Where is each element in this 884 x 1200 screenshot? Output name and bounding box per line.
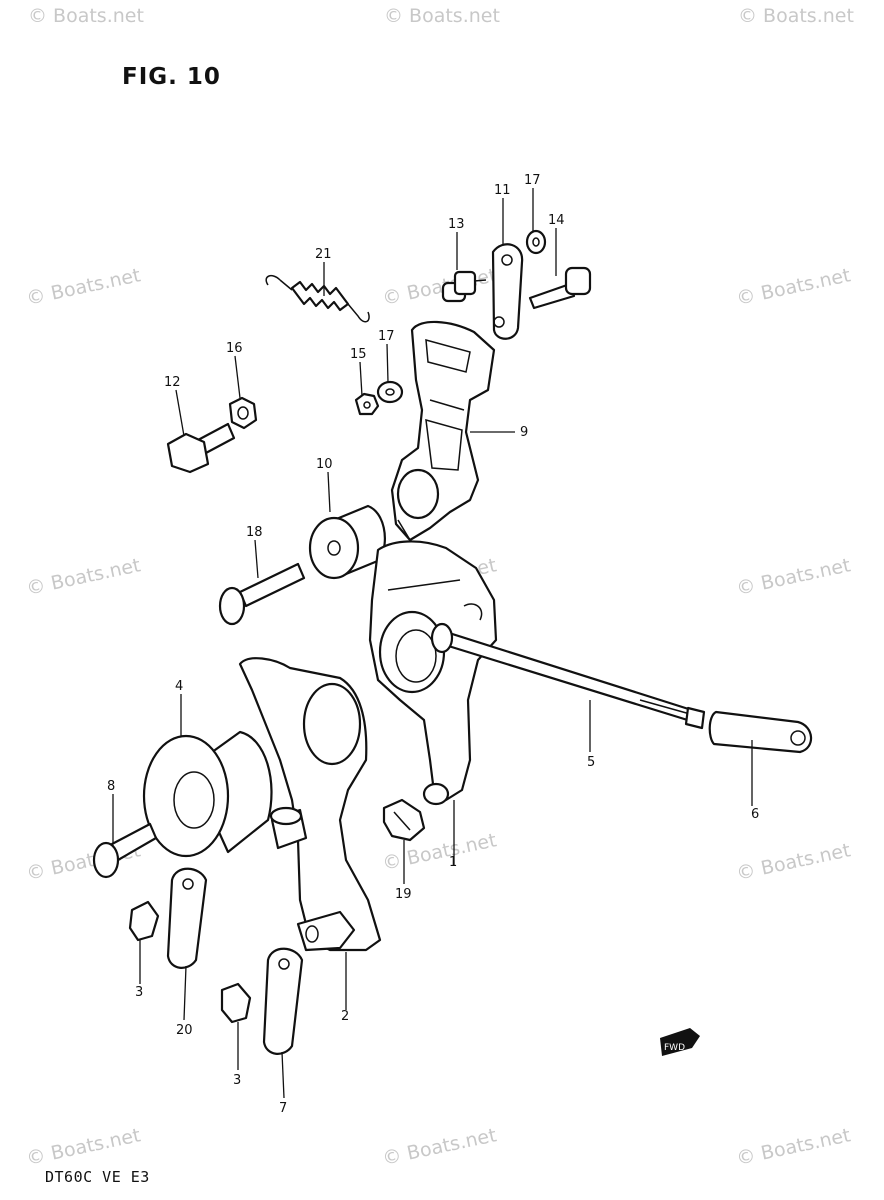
- watermark: © Boats.net: [734, 1124, 852, 1170]
- part-rod-end: [491, 243, 524, 340]
- callout-number: 3: [135, 985, 143, 1000]
- watermark: © Boats.net: [734, 839, 852, 885]
- part-bolt: [218, 562, 306, 626]
- watermark: © Boats.net: [24, 554, 142, 600]
- callout-number: 16: [226, 341, 243, 356]
- front-arrow-icon: FWD: [660, 1028, 700, 1056]
- watermark: © Boats.net: [734, 264, 852, 310]
- callout-number: 12: [164, 375, 181, 390]
- part-collar: [269, 806, 308, 850]
- callout-number: 7: [279, 1101, 287, 1116]
- model-code: DT60C VE E3: [45, 1168, 150, 1186]
- callout-number: 17: [378, 329, 395, 344]
- part-clip: [382, 798, 426, 842]
- watermark: © Boats.net: [24, 1124, 142, 1170]
- leader-lines: [112, 188, 753, 1099]
- part-cap: [166, 867, 208, 969]
- part-washer: [525, 229, 547, 255]
- part-nut: [354, 392, 380, 416]
- watermark: © Boats.net: [28, 5, 144, 27]
- watermark: © Boats.net: [380, 264, 498, 310]
- watermark: © Boats.net: [380, 1124, 498, 1170]
- callout-number: 4: [175, 679, 183, 694]
- part-rod-end: [708, 710, 813, 754]
- part-bushing: [308, 504, 386, 580]
- part-nut: [228, 396, 258, 430]
- part-bolt: [92, 822, 158, 879]
- callout-number: 10: [316, 457, 333, 472]
- callout-number: 17: [524, 173, 541, 188]
- watermark: © Boats.net: [734, 554, 852, 600]
- callout-number: 6: [751, 807, 759, 822]
- callout-number: 15: [350, 347, 367, 362]
- callout-number: 5: [587, 755, 595, 770]
- part-bolt: [441, 270, 487, 303]
- callout-number: 3: [233, 1073, 241, 1088]
- callout-number: 18: [246, 525, 263, 540]
- callout-number: 13: [448, 217, 465, 232]
- watermark: © Boats.net: [24, 264, 142, 310]
- callout-number: 21: [315, 247, 332, 262]
- part-cap: [262, 947, 304, 1055]
- part-bolt: [166, 422, 236, 474]
- figure-title: FIG. 10: [122, 64, 221, 90]
- callout-number: 9: [520, 425, 528, 440]
- part-clip: [128, 900, 160, 942]
- callout-number: 19: [395, 887, 412, 902]
- watermark: © Boats.net: [738, 5, 854, 27]
- callout-number: 8: [107, 779, 115, 794]
- front-mark-label: FWD: [664, 1043, 685, 1053]
- part-lever-bracket: [390, 320, 496, 542]
- part-spring: [265, 274, 370, 323]
- callout-number: 2: [341, 1009, 349, 1024]
- part-lever: [368, 540, 498, 806]
- part-washer: [376, 380, 404, 404]
- callout-labels: 1 2 3 3 4 5 6 7 8 9 10 11 12 13 14 15 16…: [107, 173, 759, 1116]
- callout-number: 14: [548, 213, 565, 228]
- watermark: © Boats.net: [384, 5, 500, 27]
- part-bushing: [142, 730, 273, 858]
- part-plate: [238, 657, 382, 952]
- callout-number: 11: [494, 183, 511, 198]
- part-clip: [220, 982, 252, 1024]
- callout-number: 20: [176, 1023, 193, 1038]
- callout-number: 1: [449, 855, 457, 870]
- part-link-rod: [430, 622, 706, 730]
- part-bolt: [528, 266, 592, 310]
